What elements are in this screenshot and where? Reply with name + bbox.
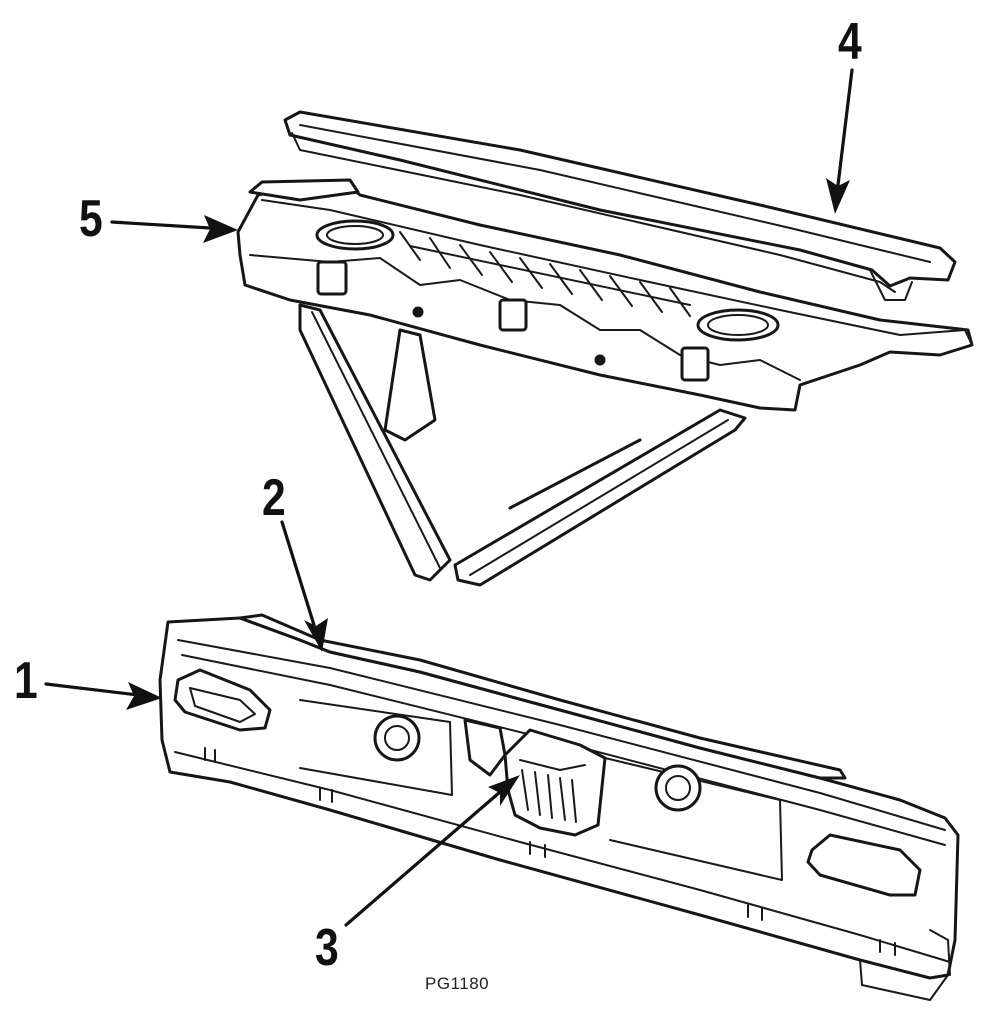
leader-arrows [44,68,854,927]
callout-1: 1 [14,652,38,710]
part-3-latch-reinforcement [463,718,607,837]
callout-2: 2 [262,469,286,527]
callout-5: 5 [79,190,103,248]
callout-3: 3 [315,919,339,977]
part-4-top-panel [283,110,957,301]
part-5-upper-frame [236,178,974,587]
callout-4: 4 [838,13,862,71]
drawing-code: PG1180 [425,974,490,993]
